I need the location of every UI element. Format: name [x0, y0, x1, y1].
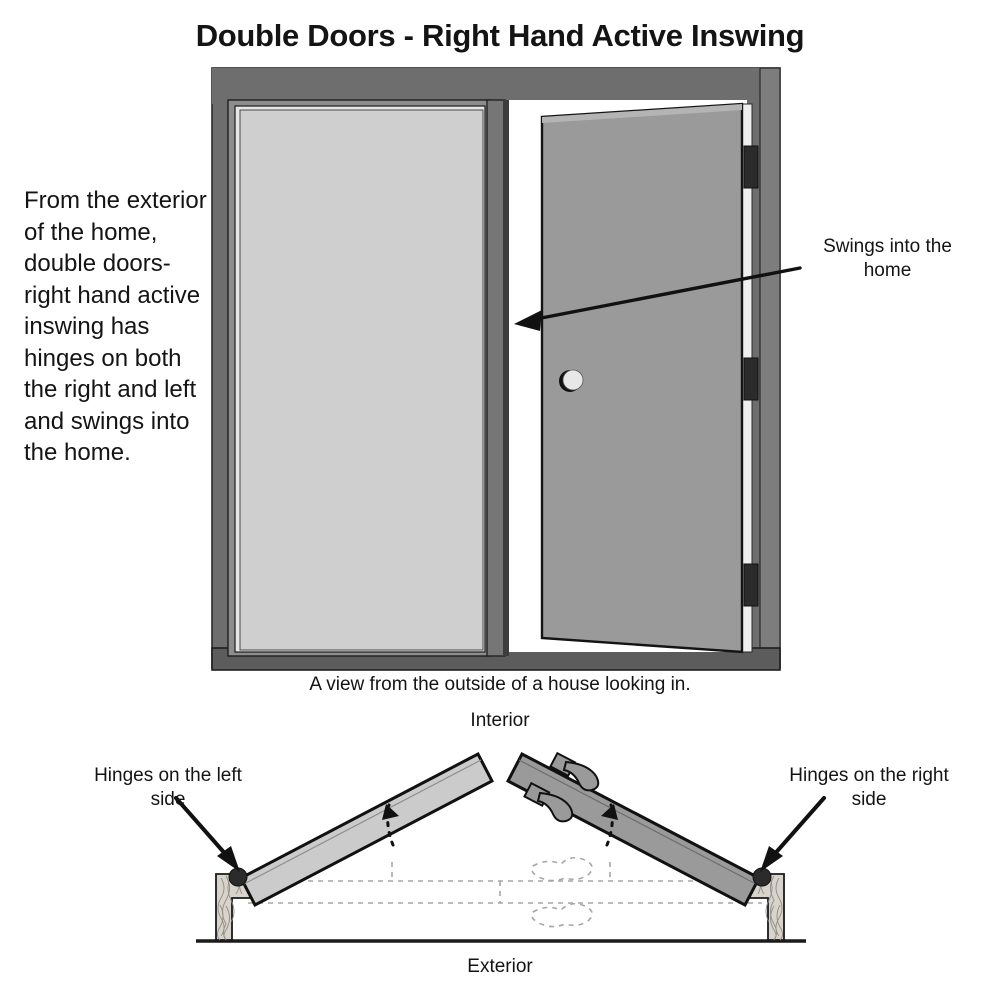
hinge-group-right-jamb	[743, 145, 759, 607]
hinge-icon-top	[743, 145, 759, 189]
hinge-pivot-right-icon	[752, 867, 772, 887]
active-door-slab	[540, 102, 744, 654]
elevation-caption: A view from the outside of a house looki…	[309, 674, 691, 695]
plan-left-door-panel	[238, 751, 495, 908]
inactive-door-left	[227, 99, 509, 657]
hinges-left-side-label: Hinges on the left side	[94, 765, 242, 810]
exterior-label: Exterior	[467, 956, 533, 977]
astragal	[486, 99, 506, 657]
hinges-right-side-label: Hinges on the right side	[789, 765, 949, 810]
hinge-pivot-left-icon	[228, 867, 248, 887]
threshold-dashed-lines	[248, 856, 762, 928]
interior-label: Interior	[470, 710, 530, 731]
active-door-right	[540, 102, 753, 654]
swing-arc-right-icon	[601, 803, 618, 847]
lever-handle-upper-icon	[549, 751, 600, 792]
page-title: Double Doors - Right Hand Active Inswing	[195, 18, 805, 53]
left-jamb-block	[215, 873, 251, 941]
swings-into-home-label: Swings into the home	[823, 236, 952, 281]
description-paragraph: From the exterior of the home, double do…	[24, 187, 207, 466]
swing-arc-left-icon	[382, 803, 399, 847]
swings-into-home-arrow-icon	[514, 266, 802, 331]
hinge-icon-middle	[743, 357, 759, 401]
hinge-icon-bottom	[743, 563, 759, 607]
right-jamb-block	[749, 873, 785, 941]
door-frame	[211, 67, 781, 671]
plan-right-door-panel	[505, 751, 762, 908]
door-sill	[211, 647, 781, 671]
lever-handle-lower-icon	[523, 781, 574, 823]
door-opening	[509, 100, 747, 652]
door-knob-icon	[559, 369, 584, 392]
